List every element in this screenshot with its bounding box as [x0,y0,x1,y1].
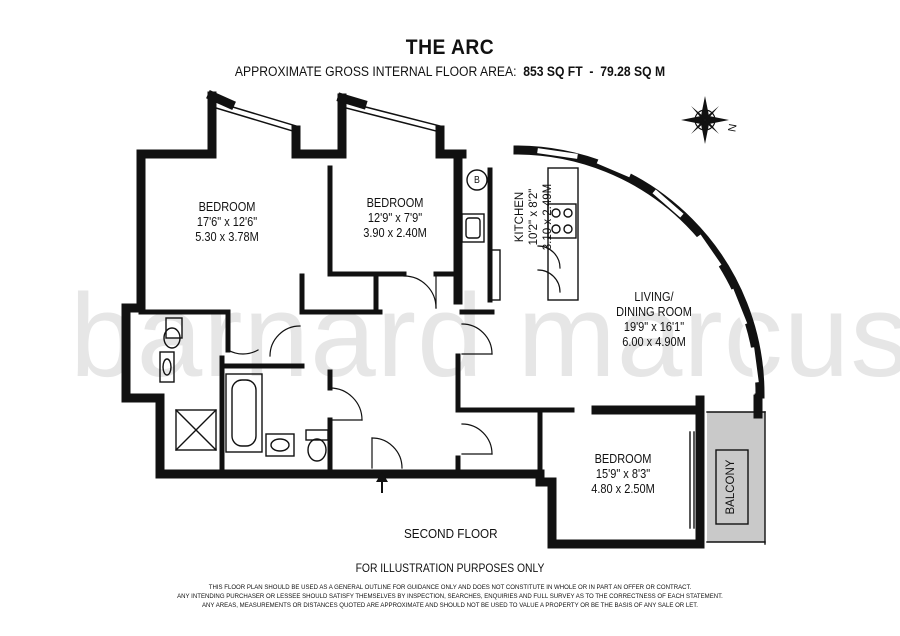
balcony-frame [689,411,766,545]
property-title: THE ARC [405,36,495,59]
room-label-bedroom-2: BEDROOM 12'9" x 7'9" 3.90 x 2.40M [347,196,444,241]
room-metric: 6.00 x 4.90M [622,335,686,349]
bedroom-windows [215,101,441,133]
room-name: KITCHEN [514,191,526,243]
room-metric: 5.30 x 3.78M [195,230,259,244]
floor-area-line: APPROXIMATE GROSS INTERNAL FLOOR AREA: 8… [45,64,855,79]
compass-rose-icon [681,96,729,144]
room-imperial: 19'9" x 16'1" [623,320,685,334]
room-imperial: 12'9" x 7'9" [367,211,423,225]
room-label-bedroom-1: BEDROOM 17'6" x 12'6" 5.30 x 3.78M [179,200,276,245]
room-name: BEDROOM [366,196,424,210]
room-name-line-2: DINING ROOM [616,305,692,319]
room-name-line-1: LIVING/ [634,290,674,304]
room-imperial: 15'9" x 8'3" [595,467,651,481]
floor-area-sep: - [589,64,594,79]
room-metric: 4.80 x 2.50M [591,482,655,496]
door-swings [227,245,561,469]
floor-area-prefix: APPROXIMATE GROSS INTERNAL FLOOR AREA: [234,64,517,79]
room-name: BEDROOM [594,452,652,466]
boiler-label: B [474,175,480,186]
bathroom-fittings [159,317,329,462]
internal-walls [138,165,575,477]
room-label-bedroom-3: BEDROOM 15'9" x 8'3" 4.80 x 2.50M [575,452,672,497]
disclaimer-line-1: THIS FLOOR PLAN SHOULD BE USED AS A GENE… [208,584,692,591]
floor-area-sqm: 79.28 SQ M [600,64,666,79]
kitchen-fittings [461,167,579,301]
room-imperial: 17'6" x 12'6" [196,215,258,229]
exterior-walls [121,90,763,549]
disclaimer-line-3: ANY AREAS, MEASUREMENTS OR DISTANCES QUO… [202,602,698,609]
floor-area-sqft: 853 SQ FT [523,64,583,79]
room-metric: 3.90 x 2.40M [363,226,427,240]
room-imperial: 10'2" x 8'2" [528,188,540,246]
room-label-living: LIVING/ DINING ROOM 19'9" x 16'1" 6.00 x… [601,290,707,350]
room-name: BALCONY [725,459,737,515]
room-name: BEDROOM [198,200,256,214]
floor-label: SECOND FLOOR [404,526,498,541]
curved-window-wall [513,145,765,399]
room-label-kitchen: KITCHEN 10'2" x 8'2" 3.10 x 2.49M [513,169,555,265]
illustration-note: FOR ILLUSTRATION PURPOSES ONLY [355,563,545,575]
entrance-arrow-icon [376,472,388,493]
disclaimer-line-2: ANY INTENDING PURCHASER OR LESSEE SHOULD… [177,593,723,600]
room-metric: 3.10 x 2.49M [542,183,554,251]
room-label-balcony: BALCONY [724,451,740,523]
boiler-icon [466,169,488,191]
